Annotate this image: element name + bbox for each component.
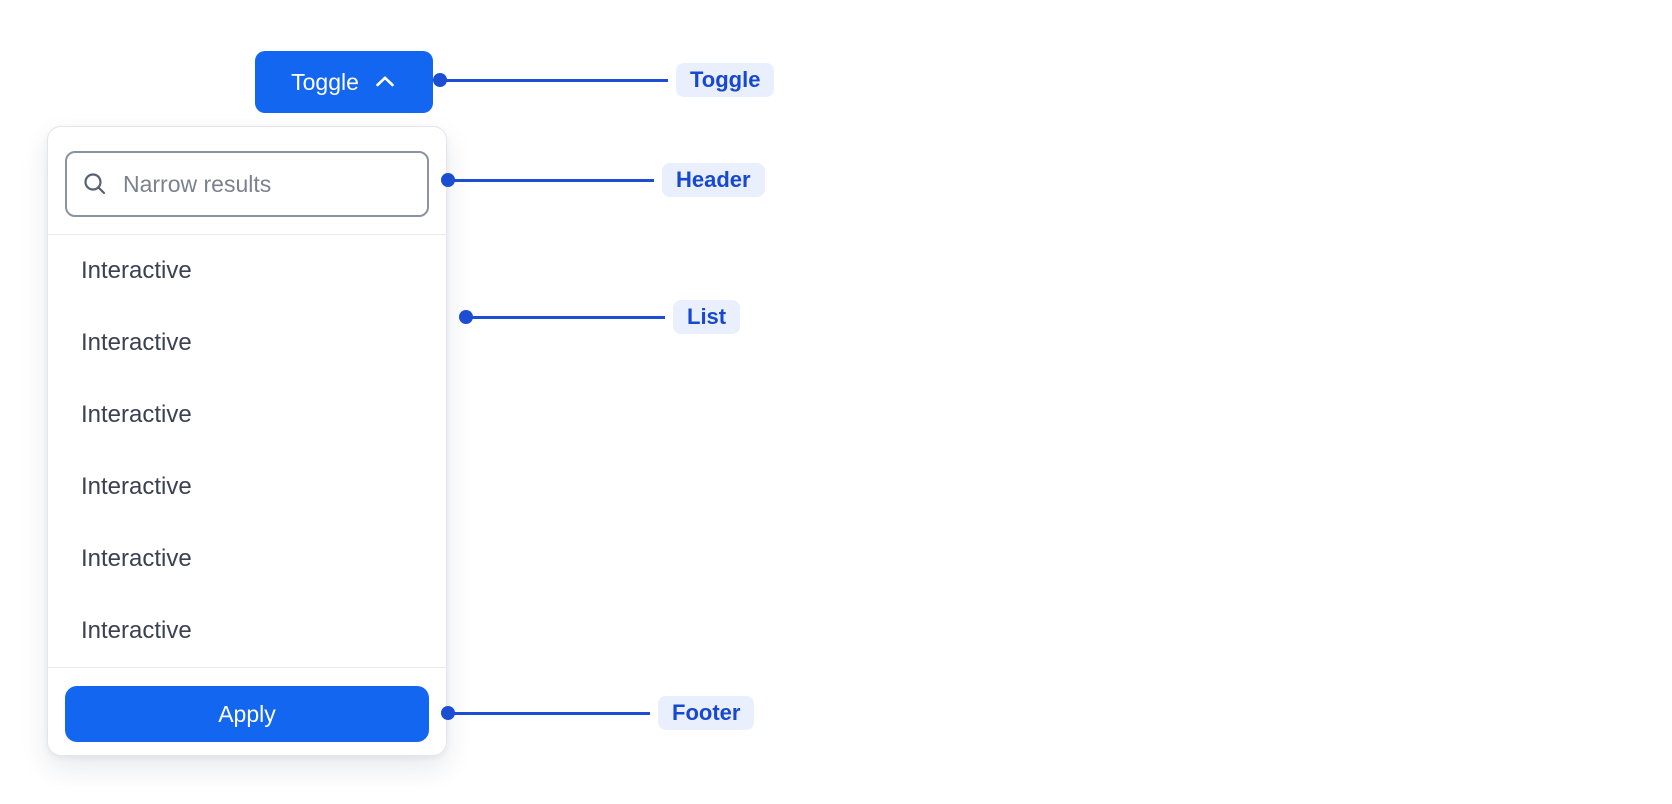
dropdown-header xyxy=(48,127,446,235)
list-item[interactable]: Interactive xyxy=(81,545,192,572)
annotation-toggle: Toggle xyxy=(433,63,775,97)
annotation-line xyxy=(445,78,668,82)
list-item[interactable]: Interactive xyxy=(81,257,192,284)
annotation-dot xyxy=(441,706,455,720)
apply-button[interactable]: Apply xyxy=(65,686,429,742)
search-input[interactable] xyxy=(121,169,413,199)
dropdown-list: Interactive Interactive Interactive Inte… xyxy=(48,235,446,667)
list-item[interactable]: Interactive xyxy=(81,473,192,500)
annotation-dot xyxy=(433,73,447,87)
annotation-label-toggle: Toggle xyxy=(676,63,775,97)
search-field[interactable] xyxy=(65,151,429,217)
list-item[interactable]: Interactive xyxy=(81,401,192,428)
annotation-dot xyxy=(459,310,473,324)
annotation-label-header: Header xyxy=(662,163,765,197)
annotation-list: List xyxy=(459,300,741,334)
annotation-label-footer: Footer xyxy=(658,696,755,730)
search-icon xyxy=(81,170,109,198)
annotation-footer: Footer xyxy=(441,696,755,730)
annotation-label-list: List xyxy=(673,300,741,334)
toggle-button[interactable]: Toggle xyxy=(255,51,433,113)
chevron-up-icon xyxy=(373,70,397,94)
list-item[interactable]: Interactive xyxy=(81,617,192,644)
dropdown-footer: Apply xyxy=(48,667,446,757)
annotation-line xyxy=(453,178,654,182)
annotation-line xyxy=(471,315,665,319)
list-item[interactable]: Interactive xyxy=(81,329,192,356)
dropdown-panel: Interactive Interactive Interactive Inte… xyxy=(47,126,447,756)
annotation-line xyxy=(453,711,650,715)
toggle-button-label: Toggle xyxy=(291,68,359,95)
annotation-dot xyxy=(441,173,455,187)
annotation-header: Header xyxy=(441,163,765,197)
